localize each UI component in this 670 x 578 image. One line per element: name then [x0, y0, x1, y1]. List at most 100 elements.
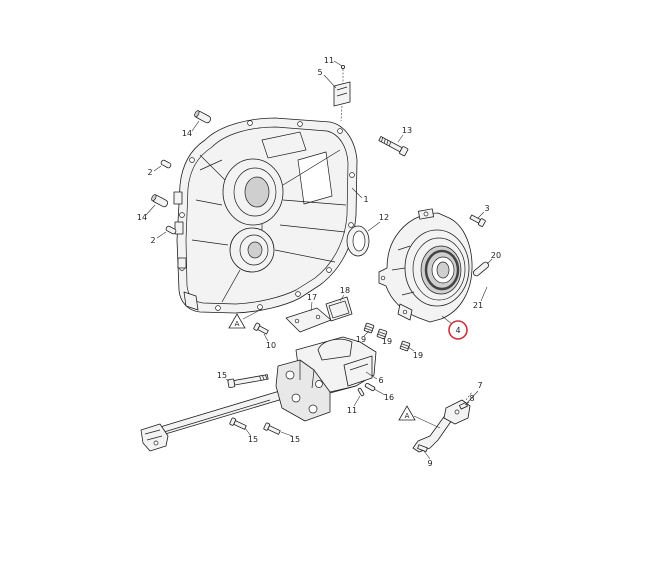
bolt-head	[399, 146, 409, 157]
leader-line	[382, 335, 387, 338]
flange-hole	[189, 157, 195, 163]
callout-label: 2	[147, 168, 152, 177]
rod-end-slot	[144, 429, 163, 441]
leader-line	[225, 378, 230, 382]
lever-bolt	[459, 402, 468, 410]
bearing-spring	[424, 249, 460, 291]
bracket-top	[333, 65, 351, 122]
housing-pad	[173, 191, 183, 205]
housing-pad	[174, 221, 184, 235]
leader-line	[413, 415, 441, 429]
pin-head	[340, 65, 345, 70]
housing-cutout	[297, 151, 333, 205]
leader-line	[480, 286, 488, 302]
bolt-end	[194, 110, 200, 118]
rod-end-bracket	[140, 423, 169, 452]
callout-label: 6	[378, 376, 383, 385]
gasket-plate	[325, 296, 353, 322]
callout-label: 11	[324, 56, 334, 65]
rod-end-hole	[153, 440, 159, 446]
callout-label: 18	[340, 286, 350, 295]
bolt-head	[229, 417, 237, 426]
selector-boss	[285, 370, 295, 380]
pin-body	[473, 261, 489, 277]
leader-line	[423, 450, 431, 460]
fitting-thread	[400, 343, 410, 350]
callout-label: 14	[137, 213, 147, 222]
leader-line	[191, 120, 200, 132]
bearing-side-hole	[380, 275, 386, 281]
bolt-head	[227, 378, 236, 389]
flange-hole	[215, 305, 221, 311]
leader-line	[441, 315, 453, 325]
callout-label: 17	[307, 293, 317, 302]
cover-plate	[285, 307, 332, 333]
bolt-end	[151, 194, 157, 202]
lever-end-bolt	[417, 444, 428, 452]
callout-label: 21	[473, 301, 483, 310]
dowel-body	[160, 159, 172, 169]
housing-foot	[183, 291, 199, 311]
leader-line	[156, 231, 167, 239]
housing-main-bore-ring	[233, 167, 277, 217]
callout-label: 3	[484, 204, 489, 213]
selector-edges	[299, 360, 369, 393]
leader-line	[353, 395, 361, 407]
callout-label: 19	[413, 351, 423, 360]
leader-line	[477, 211, 485, 219]
flange-hole	[179, 212, 185, 218]
callout-label: 19	[356, 335, 366, 344]
seal-inner	[352, 230, 366, 252]
plate-outline	[285, 307, 332, 333]
callout-label: 1	[363, 195, 368, 204]
bolt-long-lower	[227, 374, 269, 389]
plate-hole	[294, 318, 300, 324]
selector-boss	[291, 393, 301, 403]
small-bolt-right	[469, 214, 486, 227]
callout-label: 15	[248, 435, 258, 444]
leader-line	[242, 308, 263, 320]
callout-label: 15	[217, 371, 227, 380]
bearing-tab-hole	[402, 309, 408, 315]
callout-label: 2	[150, 236, 155, 245]
housing-lower-boss-ring	[239, 234, 269, 266]
pin-small-b	[357, 387, 365, 397]
leader-line	[486, 258, 493, 265]
callout-label: 12	[379, 213, 389, 222]
leader-line	[145, 204, 156, 216]
housing-upper-frame	[261, 131, 307, 159]
housing-pad	[177, 257, 187, 269]
leader-lines	[145, 60, 493, 460]
leader-line	[365, 371, 378, 380]
callout-label: 8	[469, 394, 474, 403]
selector-boss	[308, 404, 318, 414]
bolt-bottom-left	[229, 417, 247, 430]
selector-dome	[317, 338, 353, 361]
reference-marker-a-upper: A	[228, 313, 246, 329]
leader-line	[333, 60, 343, 67]
selector-assembly	[140, 336, 377, 452]
selector-cover	[343, 355, 373, 387]
callout-label: 16	[384, 393, 394, 402]
flange-hole	[297, 121, 303, 127]
callout-label: 19	[382, 337, 392, 346]
bearing-ring	[412, 237, 466, 301]
pin-small-a	[364, 382, 376, 392]
bolt-left	[151, 194, 169, 208]
plate-hole	[315, 314, 321, 320]
bolt-small	[253, 322, 269, 335]
reference-marker-a-lower: A	[398, 405, 416, 421]
bearing-tab-hole	[423, 211, 429, 217]
callout-label: 11	[347, 406, 357, 415]
callout-label-highlighted: 4	[455, 326, 460, 335]
selector-rod-edge	[163, 399, 271, 433]
lever-assembly	[412, 391, 473, 453]
housing-inner-rim	[185, 126, 349, 305]
callout-label: 10	[266, 341, 276, 350]
leader-line	[263, 333, 269, 342]
fitting-thread	[364, 325, 374, 332]
bolt-top-left	[194, 110, 212, 124]
callout-label: 13	[402, 126, 412, 135]
bearing-detail-lines	[391, 245, 415, 296]
leader-line	[466, 390, 479, 404]
